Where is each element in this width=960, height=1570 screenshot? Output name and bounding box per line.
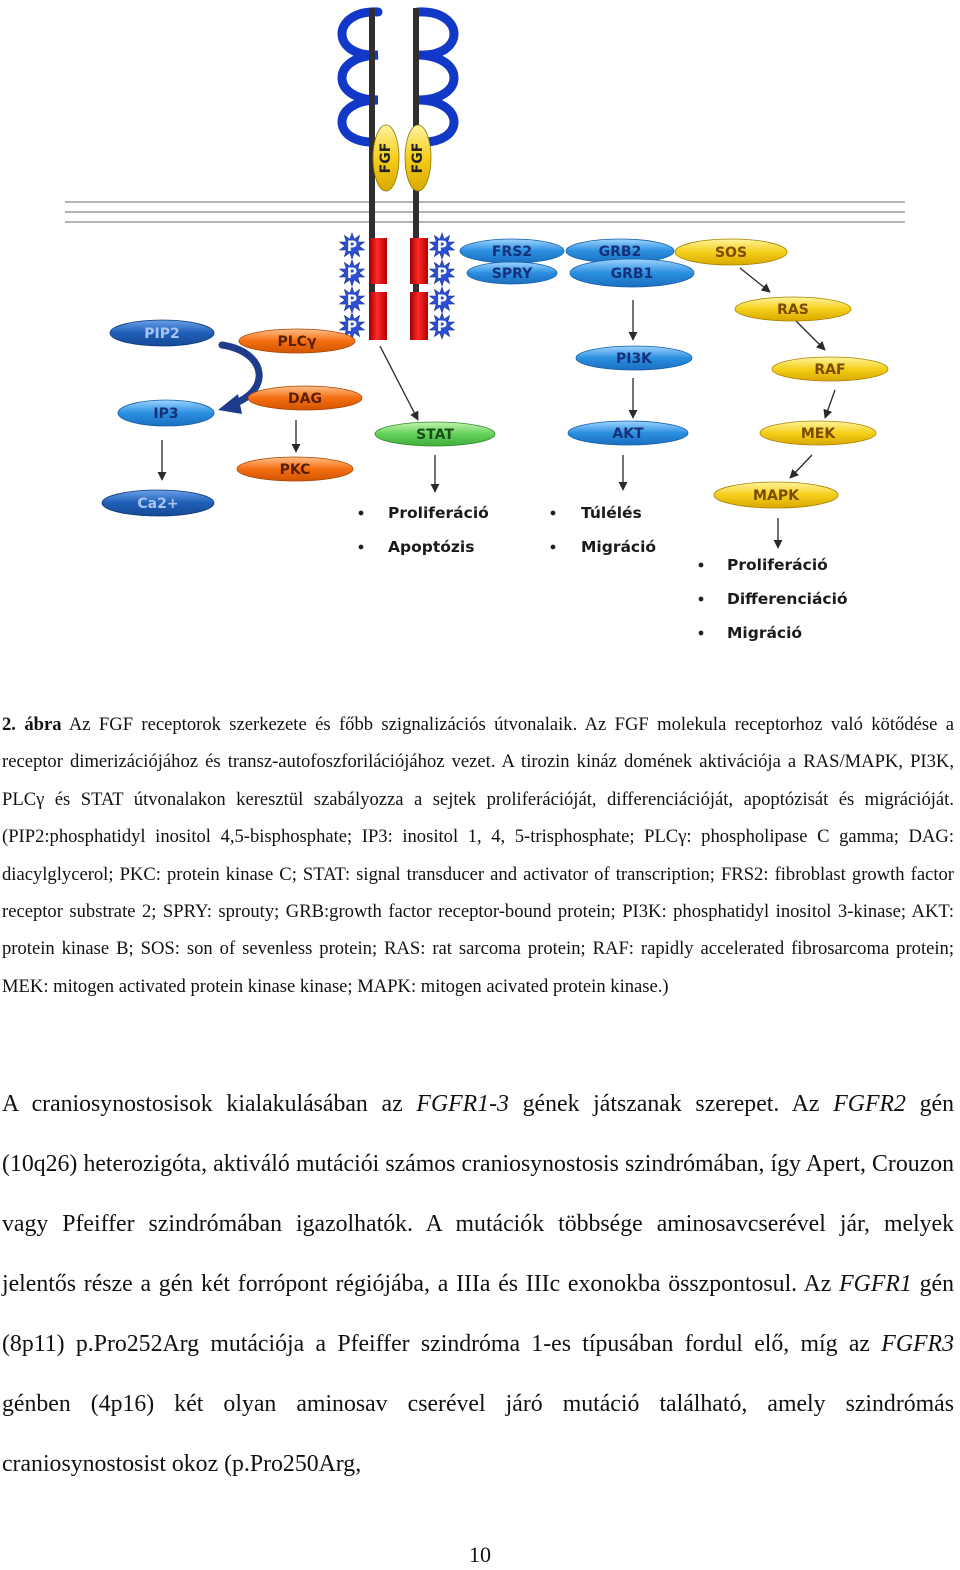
svg-text:PIP2: PIP2 <box>144 326 179 342</box>
node-sos: SOS <box>674 238 788 266</box>
outcome-apoptozis: Apoptózis <box>388 538 474 556</box>
akt-outcomes: Túlélés Migráció <box>550 504 656 556</box>
node-ip3: IP3 <box>117 399 215 427</box>
gene-name: FGFR1-3 <box>416 1091 509 1117</box>
svg-text:MEK: MEK <box>801 426 836 442</box>
phosphate-star: P <box>338 232 366 260</box>
svg-text:P: P <box>437 293 447 309</box>
stat-outcomes: Proliferáció Apoptózis <box>358 504 489 556</box>
outcome-migracio: Migráció <box>581 538 656 556</box>
svg-text:FGF: FGF <box>378 143 394 174</box>
svg-text:STAT: STAT <box>416 427 454 443</box>
outcome-proliferacio: Proliferáció <box>727 556 828 574</box>
svg-text:SOS: SOS <box>715 245 747 261</box>
svg-text:P: P <box>437 319 447 335</box>
node-stat: STAT <box>374 421 496 447</box>
gene-name: FGFR2 <box>833 1091 906 1117</box>
gene-name: FGFR3 <box>881 1331 954 1357</box>
svg-text:SPRY: SPRY <box>492 266 533 282</box>
node-plcg: PLCγ <box>238 328 356 354</box>
svg-text:MAPK: MAPK <box>753 488 800 504</box>
svg-text:RAS: RAS <box>777 302 809 318</box>
svg-text:PLCγ: PLCγ <box>278 334 317 350</box>
phosphate-star: P <box>428 312 456 340</box>
node-pip2: PIP2 <box>109 319 215 347</box>
svg-text:GRB1: GRB1 <box>611 266 654 282</box>
bullet-dot <box>358 510 364 516</box>
svg-text:Ca2+: Ca2+ <box>137 496 178 512</box>
text-run: génben (4p16) két olyan aminosav cseréve… <box>2 1391 954 1477</box>
body-paragraph: A craniosynostosisok kialakulásában az F… <box>2 1074 954 1494</box>
mapk-outcomes: Proliferáció Differenciáció Migráció <box>698 556 848 642</box>
svg-text:P: P <box>437 239 447 255</box>
bullet-dot <box>698 596 704 602</box>
svg-text:RAF: RAF <box>814 362 845 378</box>
phosphate-star: P <box>428 259 456 287</box>
cell-membrane <box>65 201 905 223</box>
svg-text:PI3K: PI3K <box>616 351 653 367</box>
text-run: gének játszanak szerepet. Az <box>508 1091 834 1117</box>
fgf-ligand-1: FGF <box>372 124 400 192</box>
text-run: gén (10q26) heterozigóta, aktiváló mutác… <box>2 1091 955 1297</box>
pip2-conversion-arrow <box>218 341 263 414</box>
svg-text:P: P <box>347 266 357 282</box>
text-run: A craniosynostosisok kialakulásában az <box>2 1091 417 1117</box>
node-ras: RAS <box>734 296 852 322</box>
svg-text:FRS2: FRS2 <box>492 244 532 260</box>
node-akt: AKT <box>567 420 689 446</box>
bullet-dot <box>698 630 704 636</box>
outcome-migracio: Migráció <box>727 624 802 642</box>
node-raf: RAF <box>771 356 889 382</box>
phosphate-star: P <box>338 286 366 314</box>
node-spry: SPRY <box>466 261 558 285</box>
phosphate-star: P <box>428 286 456 314</box>
phosphate-star: P <box>428 232 456 260</box>
receptor-loops <box>337 7 459 147</box>
bullet-dot <box>550 544 556 550</box>
node-dag: DAG <box>247 385 363 411</box>
page-number: 10 <box>469 1542 491 1567</box>
node-ca2: Ca2+ <box>101 489 215 517</box>
outcome-tuleles: Túlélés <box>581 504 642 522</box>
bullet-dot <box>698 562 704 568</box>
node-pi3k: PI3K <box>575 345 693 371</box>
svg-text:GRB2: GRB2 <box>599 244 642 260</box>
text-run: gén (8p11) p.Pro252Arg mutációja a Pfeif… <box>2 1271 954 1357</box>
kinase-domains <box>369 238 428 340</box>
svg-text:IP3: IP3 <box>153 406 178 422</box>
figure-label: 2. ábra <box>2 714 62 735</box>
svg-text:P: P <box>347 239 357 255</box>
outcome-differenciacio: Differenciáció <box>727 590 848 608</box>
node-pkc: PKC <box>236 456 354 482</box>
figure-caption: 2. ábra Az FGF receptorok szerkezete és … <box>2 706 954 1005</box>
svg-text:AKT: AKT <box>612 426 644 442</box>
svg-text:P: P <box>437 266 447 282</box>
node-grb2: GRB2 <box>565 238 675 264</box>
node-frs2: FRS2 <box>459 238 565 264</box>
bullet-dot <box>550 510 556 516</box>
node-mek: MEK <box>759 420 877 446</box>
svg-text:P: P <box>347 293 357 309</box>
node-grb1: GRB1 <box>569 258 695 288</box>
caption-text: Az FGF receptorok szerkezete és főbb szi… <box>2 714 954 997</box>
node-mapk: MAPK <box>713 481 839 509</box>
svg-text:FGF: FGF <box>410 143 426 174</box>
svg-text:DAG: DAG <box>288 391 322 407</box>
outcome-proliferacio: Proliferáció <box>388 504 489 522</box>
bullet-dot <box>358 544 364 550</box>
phosphate-star: P <box>338 259 366 287</box>
svg-text:PKC: PKC <box>280 462 311 478</box>
gene-name: FGFR1 <box>839 1271 912 1297</box>
svg-text:P: P <box>347 319 357 335</box>
fgf-ligand-2: FGF <box>404 124 432 192</box>
